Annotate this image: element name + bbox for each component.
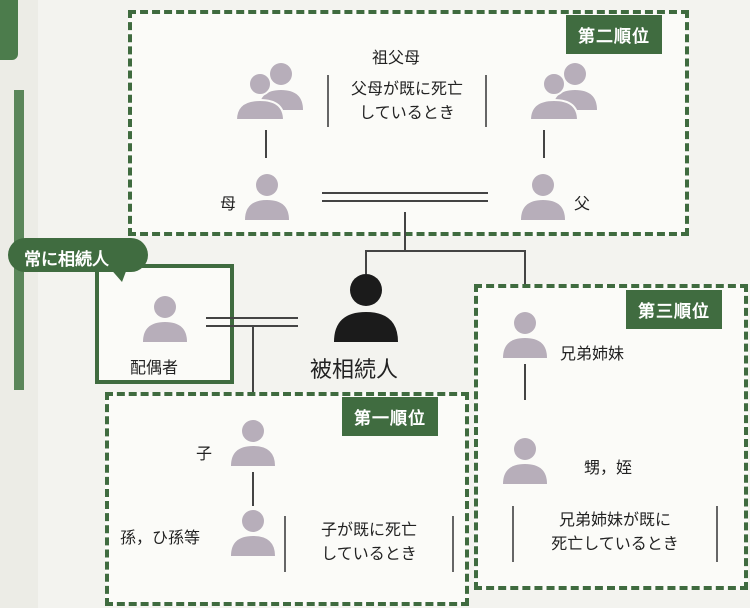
child-label: 子 [196, 444, 213, 463]
third-rank-note: 兄弟姉妹が既に 死亡しているとき [512, 506, 718, 562]
siblings-label: 兄弟姉妹 [560, 344, 625, 363]
third-rank-box [474, 284, 748, 590]
third-rank-label: 第三順位 [626, 290, 722, 329]
third-rank-note-line2: 死亡しているとき [551, 534, 679, 553]
first-rank-note-line1: 子が既に死亡 [320, 520, 417, 539]
nephew-niece-label: 甥，姪 [584, 458, 633, 477]
spouse-icon [143, 296, 187, 342]
sibling-branch-horizontal [365, 250, 525, 252]
sibling-branch-vertical [524, 250, 526, 290]
children-stem [252, 327, 254, 419]
parents-marriage-line-top [322, 192, 488, 194]
mother-label: 母 [220, 194, 237, 213]
grandchild-icon [231, 510, 275, 556]
grandchild-label: 孫，ひ孫等 [120, 528, 201, 547]
spouse-marriage-line-bottom [206, 325, 298, 327]
edge-tab [0, 0, 18, 60]
decedent-stem [365, 250, 367, 274]
grandparents-note-line2: しているとき [359, 103, 455, 122]
third-rank-note-line1: 兄弟姉妹が既に [558, 510, 671, 529]
second-rank-label: 第二順位 [566, 15, 662, 54]
first-rank-label: 第一順位 [342, 397, 438, 436]
callout-tail [108, 266, 128, 282]
sibling-nephew-line [524, 364, 526, 400]
grandparents-note-line1: 父母が既に死亡 [350, 79, 463, 98]
child-icon [231, 420, 275, 466]
page-edge [0, 0, 38, 608]
first-rank-note-line2: しているとき [321, 544, 417, 563]
sibling-icon [503, 312, 547, 358]
father-icon [521, 174, 565, 220]
mother-icon [245, 174, 289, 220]
grandparents-left-icon [234, 63, 303, 121]
grandparents-right-icon [528, 63, 597, 121]
father-label: 父 [574, 194, 591, 213]
always-heir-text: 常に相続人 [24, 250, 109, 270]
grandparents-note: 父母が既に死亡 しているとき [327, 75, 487, 127]
grandparents-label: 祖父母 [372, 48, 421, 67]
decedent-icon [334, 274, 398, 342]
grandparent-father-line [543, 130, 545, 158]
first-rank-note: 子が既に死亡 しているとき [284, 516, 454, 572]
decedent-label: 被相続人 [310, 358, 399, 383]
parents-to-decedent-line [404, 212, 406, 252]
nephew-niece-icon [503, 438, 547, 484]
spouse-marriage-line-top [206, 317, 298, 319]
parents-marriage-line-bottom [322, 200, 488, 202]
spouse-label: 配偶者 [130, 358, 179, 377]
grandparent-mother-line [265, 130, 267, 158]
child-grandchild-line [252, 472, 254, 506]
